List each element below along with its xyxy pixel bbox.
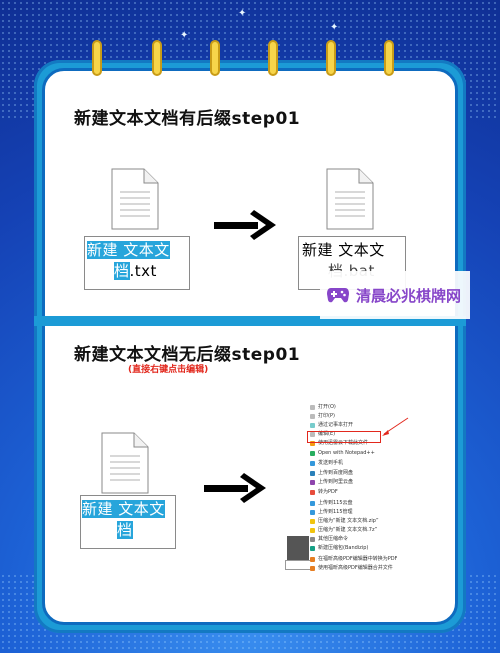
sparkle-icon: ✦ xyxy=(330,22,339,33)
sparkle-icon: ✦ xyxy=(238,8,247,19)
menu-item-label: 上传到百度网盘 xyxy=(318,470,354,476)
watermark: 清晨必兆棋牌网 xyxy=(320,271,470,319)
menu-item-icon xyxy=(310,546,315,551)
binder-ring xyxy=(152,40,162,76)
menu-item-icon xyxy=(310,528,315,533)
section-2-note: (直接右键点击编辑) xyxy=(128,365,209,375)
file-name-line1: 新建 文本文 xyxy=(87,241,170,259)
edit-highlight-box xyxy=(307,431,381,443)
sparkle-icon: ✦ xyxy=(180,30,189,41)
menu-item-label: 压缩为“新建 文本文档.zip” xyxy=(318,518,379,524)
menu-item-label: 打印(P) xyxy=(318,413,335,419)
board-divider xyxy=(34,316,466,326)
context-menu-item[interactable]: 其他压缩命令 xyxy=(310,535,408,544)
context-menu-item[interactable]: 上传到115管理 xyxy=(310,508,408,517)
menu-item-label: 编辑(E) xyxy=(318,431,336,437)
menu-item-icon xyxy=(310,405,315,410)
menu-item-icon xyxy=(310,501,315,506)
file-name-line2: 档 xyxy=(117,521,133,539)
text-file-icon xyxy=(111,168,159,230)
file-label-partial xyxy=(285,560,311,570)
section-2-title: 新建文本文档无后缀step01 xyxy=(74,345,301,365)
context-menu-item[interactable]: 打开(O) xyxy=(310,403,408,412)
context-menu-item[interactable]: 通过记事本打开 xyxy=(310,421,408,430)
menu-item-label: 上传到阿里云盘 xyxy=(318,479,354,485)
menu-item-icon xyxy=(310,432,315,437)
menu-item-label: 其他压缩命令 xyxy=(318,536,349,542)
menu-item-icon xyxy=(310,480,315,485)
context-menu-item[interactable]: 上传到115云盘 xyxy=(310,499,408,508)
menu-item-label: 打开(O) xyxy=(318,404,336,410)
watermark-text: 清晨必兆棋牌网 xyxy=(356,286,462,305)
menu-item-label: 压缩为“新建 文本文档.7z” xyxy=(318,527,378,533)
menu-item-icon xyxy=(310,519,315,524)
section-1-title: 新建文本文档有后缀step01 xyxy=(74,109,301,129)
menu-item-icon xyxy=(310,490,315,495)
right-arrow-icon xyxy=(214,210,276,240)
menu-item-label: 上传到115管理 xyxy=(318,509,353,515)
context-menu-item[interactable]: 压缩为“新建 文本文档.7z” xyxy=(310,526,408,535)
menu-item-label: 转为PDF xyxy=(318,489,338,495)
file-name-line1: 新建 文本文 xyxy=(302,241,385,259)
context-menu-item[interactable]: 编辑(E) xyxy=(310,430,408,439)
gamepad-icon xyxy=(327,288,349,303)
context-menu-item[interactable]: 上传到百度网盘 xyxy=(310,469,408,478)
menu-item-label: 使用福昕高级PDF编辑器合并文件 xyxy=(318,565,393,571)
binder-ring xyxy=(92,40,102,76)
menu-item-icon xyxy=(310,471,315,476)
menu-item-label: 新建压缩包(Bandizip) xyxy=(318,545,369,551)
menu-item-icon xyxy=(310,461,315,466)
context-menu-item[interactable]: Open with Notepad++ xyxy=(310,449,408,458)
binder-ring xyxy=(210,40,220,76)
file-name-line1: 新建 文本文 xyxy=(82,500,165,518)
context-menu-item[interactable]: 使用福昕高级PDF编辑器合并文件 xyxy=(310,564,408,573)
menu-item-label: Open with Notepad++ xyxy=(318,450,375,456)
context-menu-item[interactable]: 新建压缩包(Bandizip) xyxy=(310,544,408,553)
menu-item-label: 使用迅雷云下载此文件 xyxy=(318,440,369,446)
context-menu-item[interactable]: 转为PDF xyxy=(310,488,408,497)
menu-item-icon xyxy=(310,423,315,428)
context-menu-item[interactable]: 发送到手机 xyxy=(310,459,408,468)
menu-item-label: 发送到手机 xyxy=(318,460,344,466)
context-menu-item[interactable]: 上传到阿里云盘 xyxy=(310,478,408,487)
text-file-icon xyxy=(326,168,374,230)
menu-item-icon xyxy=(310,414,315,419)
pointer-arrow-icon xyxy=(382,417,409,436)
context-menu: 打开(O) 打印(P) 通过记事本打开编辑(E) 使用迅雷云下载此文件 Open wit… xyxy=(310,403,408,583)
right-arrow-icon xyxy=(204,473,266,503)
context-menu-item[interactable]: 使用迅雷云下载此文件 xyxy=(310,439,408,448)
file-name-line2: 档.txt xyxy=(114,262,157,280)
binder-ring xyxy=(268,40,278,76)
binder-ring xyxy=(326,40,336,76)
menu-item-icon xyxy=(310,566,315,571)
menu-item-icon xyxy=(310,441,315,446)
context-menu-item[interactable]: 在福昕高级PDF编辑器中转换为PDF xyxy=(310,555,408,564)
menu-item-icon xyxy=(310,557,315,562)
context-menu-item[interactable]: 压缩为“新建 文本文档.zip” xyxy=(310,517,408,526)
text-file-icon xyxy=(101,432,149,494)
menu-item-label: 上传到115云盘 xyxy=(318,500,353,506)
menu-item-icon xyxy=(310,451,315,456)
binder-ring xyxy=(384,40,394,76)
menu-item-label: 在福昕高级PDF编辑器中转换为PDF xyxy=(318,556,398,562)
menu-item-icon xyxy=(310,537,315,542)
context-menu-item[interactable]: 打印(P) xyxy=(310,412,408,421)
menu-item-icon xyxy=(310,510,315,515)
menu-item-label: 通过记事本打开 xyxy=(318,422,354,428)
